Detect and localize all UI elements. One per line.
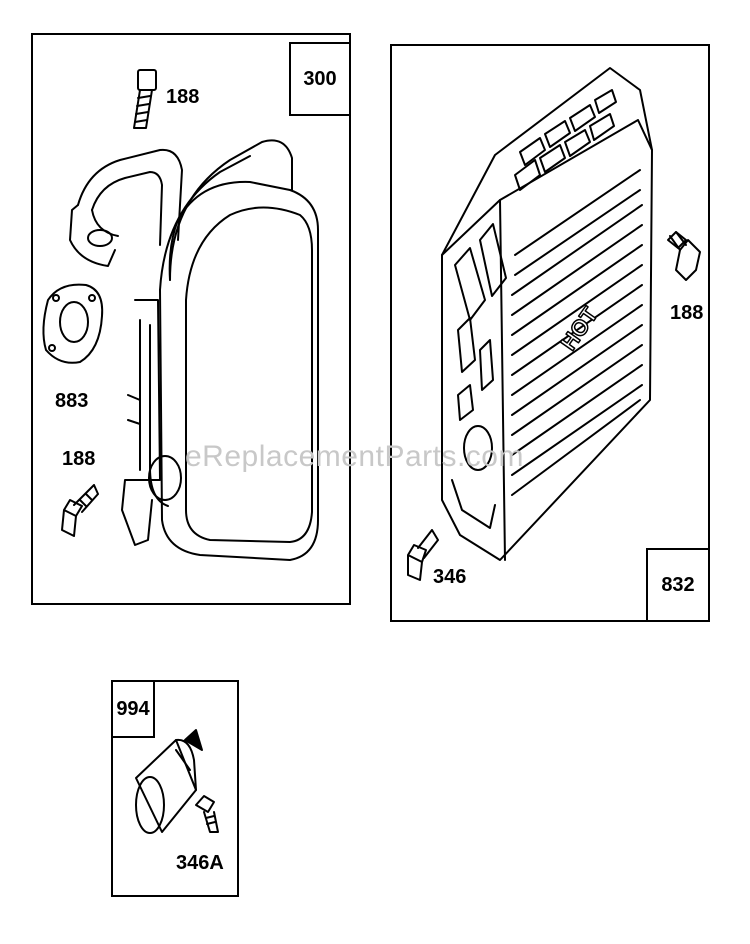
part-label-188-top[interactable]: 188 [166,86,200,108]
bolt-icon[interactable] [133,69,157,129]
bolt-icon[interactable] [407,529,439,581]
hot-embossing: HOT [556,302,603,355]
guard-part-id[interactable]: 832 [646,548,710,622]
part-label-346a[interactable]: 346A [176,852,224,874]
muffler-guard-icon[interactable] [441,67,653,561]
part-label-346[interactable]: 346 [433,566,467,588]
part-label-188-side[interactable]: 188 [670,302,704,324]
arrester-part-id[interactable]: 994 [111,680,155,738]
bolt-icon[interactable] [61,484,99,537]
screw-icon[interactable] [195,795,219,833]
exhaust-pipe-icon[interactable] [69,148,183,267]
part-label-188-lower[interactable]: 188 [62,448,96,470]
gasket-icon[interactable] [42,283,104,364]
muffler-part-id[interactable]: 300 [289,42,351,116]
watermark: eReplacementParts.com [185,440,524,473]
spark-arrester-icon[interactable] [135,729,203,834]
bolt-icon[interactable] [667,231,701,281]
guard-panel [390,44,710,622]
part-label-883[interactable]: 883 [55,390,89,412]
muffler-icon[interactable] [121,139,319,561]
